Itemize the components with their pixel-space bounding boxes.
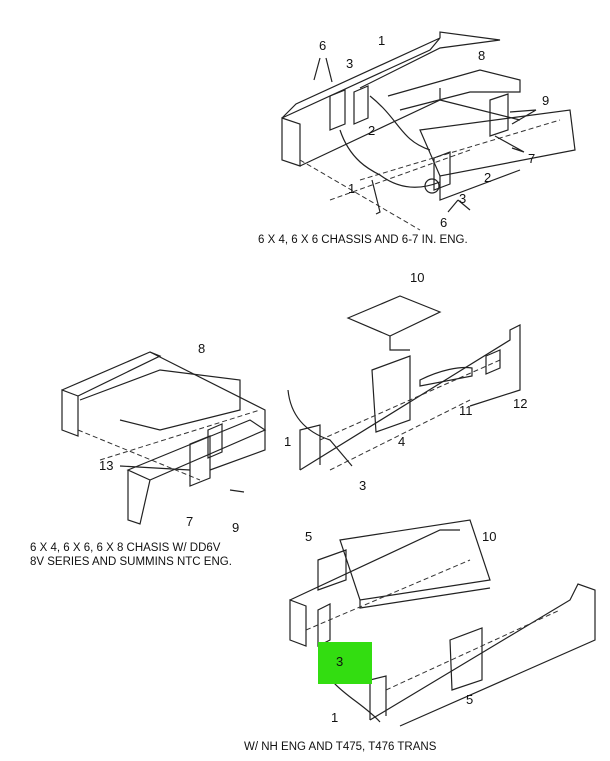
highlight-box[interactable] [318, 642, 372, 684]
callout-number: 5 [305, 529, 312, 544]
caption-top: 6 X 4, 6 X 6 CHASSIS AND 6-7 IN. ENG. [258, 234, 468, 246]
middle-right-drawing [287, 295, 521, 471]
callout-number: 6 [440, 215, 447, 230]
callout-number: 1 [348, 181, 355, 196]
callout-number: 5 [466, 692, 473, 707]
callout-number: 2 [484, 170, 491, 185]
callout-number: 3 [336, 654, 343, 669]
callout-number: 7 [186, 514, 193, 529]
middle-left-callouts: 8 13 7 9 [99, 341, 239, 535]
callout-number: 9 [542, 93, 549, 108]
callout-number: 13 [99, 458, 113, 473]
callout-number: 10 [482, 529, 496, 544]
callout-number: 6 [319, 38, 326, 53]
callout-number: 1 [331, 710, 338, 725]
bottom-drawing [289, 519, 596, 727]
callout-number: 11 [459, 403, 473, 418]
caption-bottom: W/ NH ENG AND T475, T476 TRANS [244, 741, 437, 753]
callout-number: 1 [284, 434, 291, 449]
middle-right-callouts: 10 12 11 1 4 3 [284, 270, 527, 493]
callout-number: 10 [410, 270, 424, 285]
caption-middle-line1: 6 X 4, 6 X 6, 6 X 8 CHASIS W/ DD6V [30, 542, 221, 554]
middle-left-drawing [61, 351, 267, 525]
callout-number: 2 [368, 123, 375, 138]
bottom-callouts: 5 10 3 5 1 [305, 529, 496, 725]
callout-number: 3 [359, 478, 366, 493]
callout-number: 8 [478, 48, 485, 63]
callout-number: 9 [232, 520, 239, 535]
callout-number: 3 [459, 191, 466, 206]
top-chassis-drawing [281, 31, 576, 231]
callout-number: 3 [346, 56, 353, 71]
callout-number: 4 [398, 434, 405, 449]
callout-number: 8 [198, 341, 205, 356]
callout-number: 1 [378, 33, 385, 48]
top-callouts: 6 1 3 8 9 2 7 2 1 3 6 [319, 33, 549, 230]
callout-number: 7 [528, 151, 535, 166]
callout-number: 12 [513, 396, 527, 411]
caption-middle-line2: 8V SERIES AND SUMMINS NTC ENG. [30, 556, 232, 568]
